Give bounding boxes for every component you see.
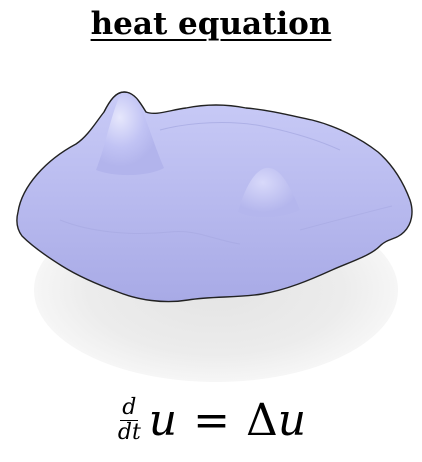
page-title: heat equation [90,6,332,42]
heat-surface-illustration [16,91,413,382]
fraction-denominator: dt [117,419,141,445]
surface-peak [96,92,164,176]
surface-bump [238,167,300,218]
laplacian-symbol: Δ [246,394,278,446]
peak-edge [103,91,147,113]
time-derivative-fraction: d dt [116,394,143,445]
fraction-numerator: d [120,394,139,421]
equals-sign: = [193,394,231,446]
lhs-variable: u [148,394,178,446]
rhs-variable: u [277,394,307,446]
surface-ripple [159,122,341,151]
surface-ripple [59,219,241,245]
surface-ripple [299,205,393,231]
heat-equation-formula: d dt u = Δ u [0,384,422,456]
